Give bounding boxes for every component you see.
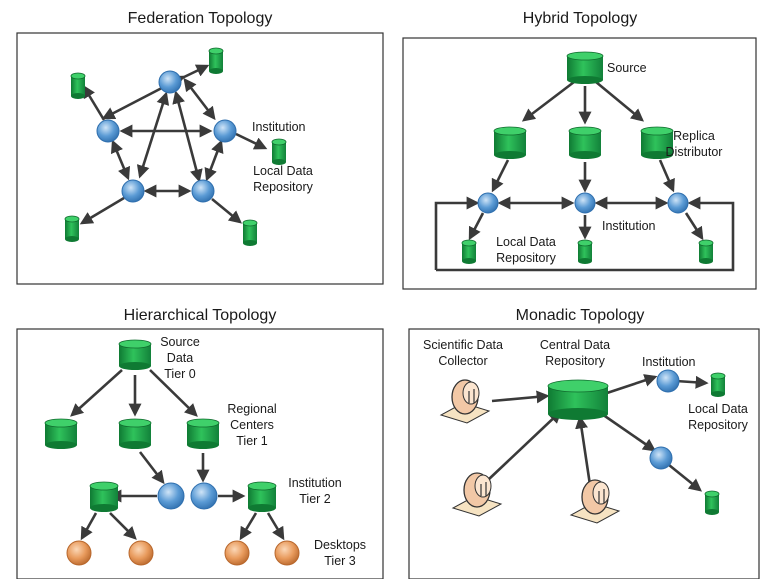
database-icon: [64, 215, 80, 242]
federation-repositories: [64, 47, 287, 246]
database-icon: [704, 490, 720, 515]
database-icon: [89, 481, 119, 512]
database-icon: [44, 418, 78, 449]
database-icon: [271, 138, 287, 165]
hybrid-edges: [434, 80, 735, 272]
institution-node: [96, 119, 120, 143]
database-icon: [186, 418, 220, 449]
database-icon: [577, 239, 593, 264]
hierarchical-repositories: [44, 339, 277, 512]
database-icon: [118, 339, 152, 370]
desktop-node: [224, 540, 250, 566]
data-collector-icon: [569, 479, 621, 524]
institution-node: [157, 482, 185, 510]
database-icon: [698, 239, 714, 264]
institution-node: [667, 192, 689, 214]
institution-node: [121, 179, 145, 203]
hybrid-source-label: Source: [607, 61, 647, 75]
institution-node: [213, 119, 237, 143]
database-icon: [710, 372, 726, 397]
monadic-title: Monadic Topology: [516, 307, 645, 324]
desktop-nodes: [66, 540, 300, 566]
hierarchical-title: Hierarchical Topology: [124, 307, 277, 324]
database-icon: [461, 239, 477, 264]
federation-institution-label: Institution: [252, 120, 306, 134]
institution-node: [574, 192, 596, 214]
desktop-node: [66, 540, 92, 566]
database-icon: [118, 418, 152, 449]
desktop-node: [128, 540, 154, 566]
hybrid-title: Hybrid Topology: [523, 10, 637, 27]
desktop-node: [274, 540, 300, 566]
data-collector-icon: [439, 379, 491, 424]
federation-title: Federation Topology: [128, 10, 273, 27]
monadic-edges: [487, 374, 709, 492]
institution-node: [191, 179, 215, 203]
federation-edges: [79, 64, 268, 225]
database-icon: [208, 47, 224, 74]
hierarchical-edges: [70, 369, 285, 541]
database-icon: [242, 219, 258, 246]
monadic-repositories: [704, 372, 726, 515]
hybrid-institution-nodes: [477, 192, 689, 214]
institution-node: [158, 70, 182, 94]
database-icon: [70, 72, 86, 99]
monadic-institution-nodes: [649, 369, 680, 470]
institution-node: [649, 446, 673, 470]
database-icon: [566, 51, 604, 84]
monadic-panel: [408, 328, 760, 579]
hybrid-repositories: [461, 51, 714, 264]
hierarchical-panel: [16, 328, 384, 579]
data-collector-icon: [451, 472, 503, 517]
database-icon: [568, 126, 602, 159]
central-repository-icon: [547, 379, 609, 420]
federation-institution-nodes: [96, 70, 237, 203]
database-icon: [493, 126, 527, 159]
hybrid-institution-label: Institution: [602, 219, 656, 233]
institution-node: [190, 482, 218, 510]
institution-node: [656, 369, 680, 393]
database-icon: [247, 481, 277, 512]
hierarchical-institution-nodes: [157, 482, 218, 510]
monadic-institution-label: Institution: [642, 355, 696, 369]
institution-node: [477, 192, 499, 214]
database-icon: [640, 126, 674, 159]
